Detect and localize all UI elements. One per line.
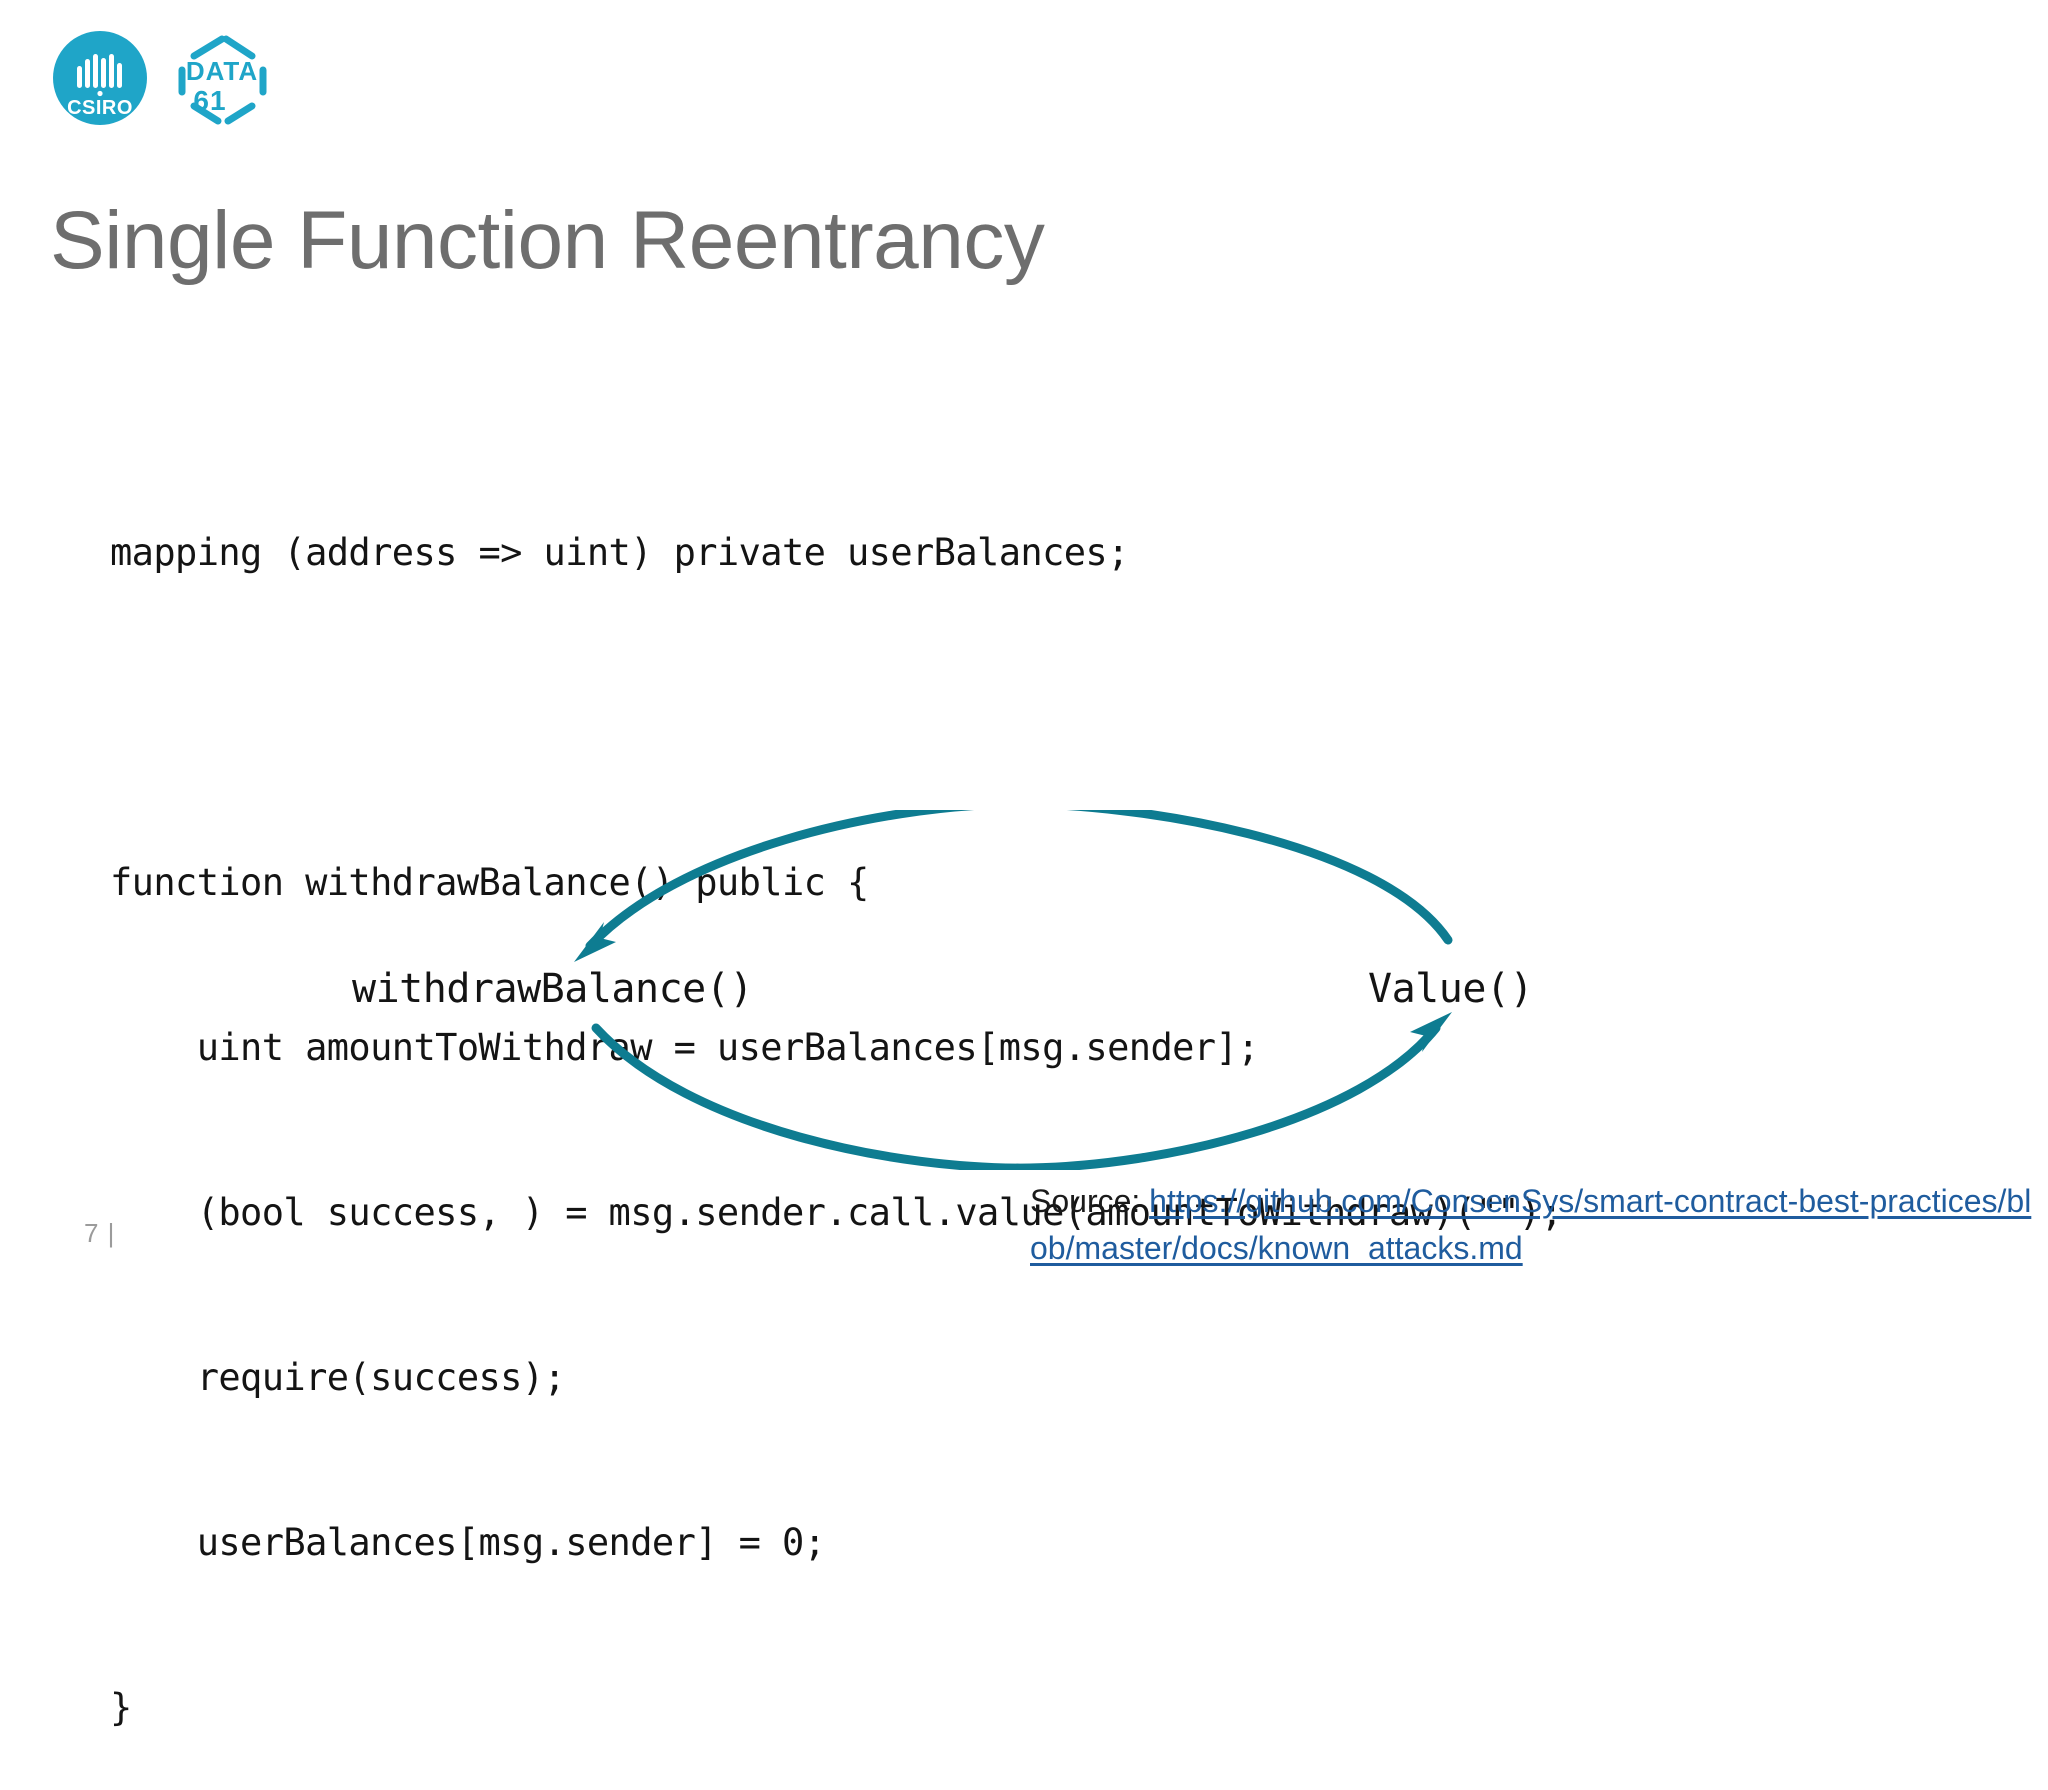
svg-text:DATA: DATA xyxy=(186,56,258,86)
top-arrow-icon xyxy=(574,810,1453,962)
svg-text:CSIRO: CSIRO xyxy=(67,97,133,119)
code-line-blank xyxy=(110,690,1562,745)
code-line: uint amountToWithdraw = userBalances[msg… xyxy=(110,1026,1260,1069)
bottom-arrow-icon xyxy=(591,1012,1452,1170)
diagram-arrows xyxy=(574,810,1453,1170)
page-number: 7 | xyxy=(84,1218,116,1248)
data61-logo-icon: DATA 61 xyxy=(178,35,267,125)
node-label-withdraw-balance: withdrawBalance() xyxy=(352,966,753,1012)
node-label-value: Value() xyxy=(1368,966,1534,1012)
svg-text:61: 61 xyxy=(193,85,226,116)
code-line: userBalances[msg.sender] = 0; xyxy=(110,1521,826,1564)
source-label: Source: xyxy=(1030,1183,1141,1219)
page-title: Single Function Reentrancy xyxy=(50,195,1045,286)
code-line: (bool success, ) = msg.sender.call.value… xyxy=(110,1191,1563,1234)
source-link[interactable]: https://github.com/ConsenSys/smart-contr… xyxy=(1030,1183,2032,1266)
source-citation: Source: https://github.com/ConsenSys/sma… xyxy=(1030,1178,2040,1272)
code-line: require(success); xyxy=(110,1356,566,1399)
csiro-logo-icon: CSIRO xyxy=(53,31,147,125)
brand-logo-area: CSIRO DATA 61 xyxy=(52,24,292,134)
reentrancy-loop-diagram: withdrawBalance() Value() xyxy=(0,810,2048,1170)
code-line: } xyxy=(110,1686,132,1729)
code-line: mapping (address => uint) private userBa… xyxy=(110,531,1129,574)
